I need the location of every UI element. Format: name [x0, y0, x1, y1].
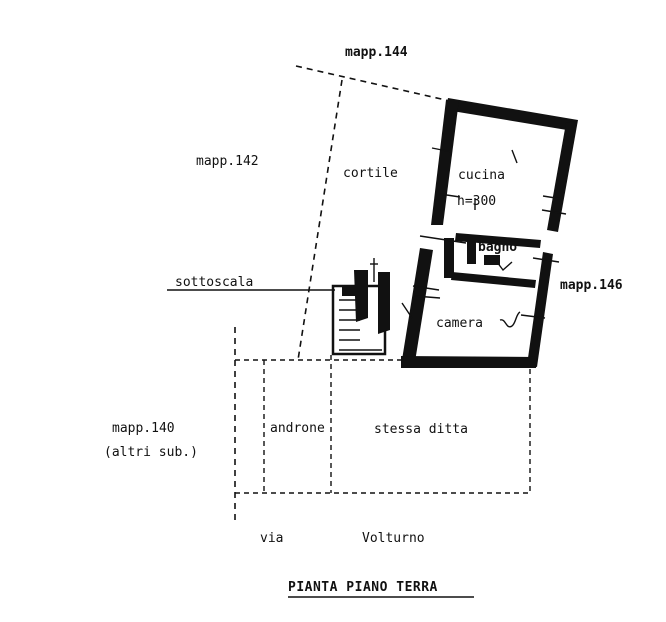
wall-bagno-top — [455, 233, 541, 248]
bagno-fixture-sink — [484, 255, 500, 265]
bagno-fixture-wc — [467, 240, 476, 264]
building-walls — [401, 98, 578, 368]
wall-top — [446, 98, 578, 131]
tick-4 — [412, 285, 440, 291]
wall-bagno-bottom — [451, 272, 536, 288]
wall-bottom — [401, 356, 537, 368]
tick-7 — [541, 209, 567, 215]
label-mapp-142: mapp.142 — [196, 154, 259, 169]
tick-2 — [439, 193, 461, 198]
label-mapp-144: mapp.144 — [345, 45, 408, 60]
label-bagno: bagno — [478, 240, 517, 255]
label-mapp-146: mapp.146 — [560, 278, 623, 293]
tick-8 — [532, 257, 560, 263]
tick-6 — [542, 195, 563, 200]
label-height: h=300 — [457, 194, 496, 209]
label-camera: camera — [436, 316, 483, 331]
wall-right-lower — [527, 252, 553, 367]
drawing-title: PIANTA PIANO TERRA — [288, 580, 438, 595]
label-androne: androne — [270, 421, 325, 436]
wall-left-upper — [431, 100, 459, 225]
label-via: via — [260, 531, 283, 546]
stair-landing — [342, 286, 360, 296]
tick-9 — [520, 314, 546, 319]
wall-ticks — [401, 147, 567, 328]
label-cucina: cucina — [458, 168, 505, 183]
boundary-mapp-142 — [297, 79, 343, 361]
camera-door-mark — [401, 302, 413, 319]
camera-mark — [499, 311, 521, 328]
label-cortile: cortile — [343, 166, 398, 181]
wall-right-upper — [547, 120, 578, 232]
wall-left-lower — [401, 248, 433, 368]
label-sottoscala: sottoscala — [175, 275, 253, 290]
stair-wall-left — [354, 270, 368, 322]
label-altri-sub: (altri sub.) — [104, 445, 198, 460]
tick-5 — [414, 295, 441, 299]
bagno-mark — [493, 257, 513, 272]
label-stessa-ditta: stessa ditta — [374, 422, 468, 437]
cucina-mark — [511, 149, 518, 164]
label-volturno: Volturno — [362, 531, 425, 546]
tick-3 — [419, 235, 467, 244]
tick-1 — [431, 147, 453, 153]
staircase — [331, 258, 390, 356]
label-mapp-140: mapp.140 — [112, 421, 175, 436]
boundary-mapp-144 — [295, 65, 451, 102]
wall-bagno-left — [444, 238, 454, 278]
stair-wall-right — [378, 272, 390, 334]
